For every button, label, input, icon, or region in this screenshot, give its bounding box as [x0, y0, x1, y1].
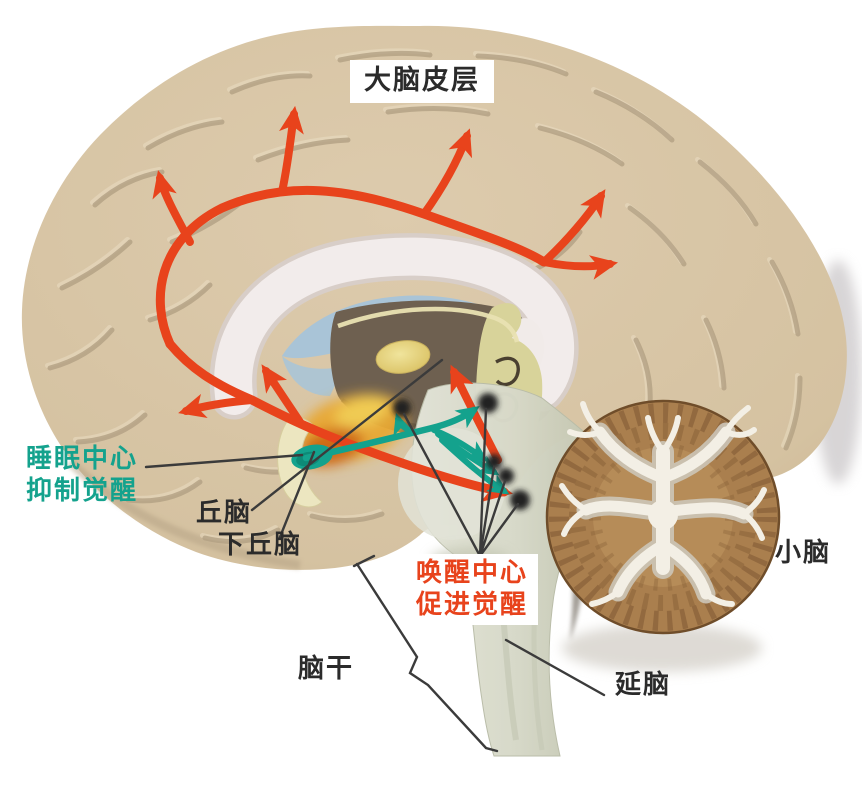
sleep-center-leader	[144, 453, 304, 469]
nucleus-dot	[498, 468, 514, 484]
thalamus-shape	[375, 340, 431, 374]
thalamus-leader	[250, 358, 444, 512]
cerebellum-shape	[545, 399, 781, 635]
fornix	[337, 306, 520, 343]
nucleus-dot	[486, 454, 502, 470]
arbor-vitae	[559, 401, 767, 607]
wake-center-label-line2: 促进觉醒	[416, 589, 529, 620]
leader-lines	[144, 358, 606, 753]
sleep-center-label-line1: 睡眠中心	[26, 444, 139, 474]
cerebellum-ground-shadow	[562, 624, 762, 672]
brainstem-bracket	[352, 554, 499, 753]
wake-center-label: 唤醒中心 促进觉醒	[406, 554, 539, 626]
thalamus-label: 丘脑	[196, 498, 253, 528]
wake-center-label-line1: 唤醒中心	[416, 558, 529, 588]
nuclei-dots	[393, 393, 530, 510]
nucleus-dot	[510, 490, 530, 510]
nucleus-dot	[393, 399, 411, 417]
cerebellum-label: 小脑	[775, 538, 832, 568]
hypothalamus-leader	[278, 450, 316, 539]
cortex-label: 大脑皮层	[350, 60, 494, 103]
brainstem-label: 脑干	[298, 654, 355, 684]
nucleus-dot	[478, 393, 498, 413]
hypothalamus-label: 下丘脑	[218, 530, 303, 560]
corpus-callosum	[209, 233, 579, 420]
arousal-arrows	[152, 105, 619, 503]
medulla-label: 延脑	[615, 670, 672, 700]
wake-leader-fan	[402, 407, 520, 558]
sleep-center-label-line2: 抑制觉醒	[26, 475, 139, 506]
medulla-leader	[504, 638, 606, 697]
sleep-center-label: 睡眠中心 抑制觉醒	[26, 444, 138, 507]
